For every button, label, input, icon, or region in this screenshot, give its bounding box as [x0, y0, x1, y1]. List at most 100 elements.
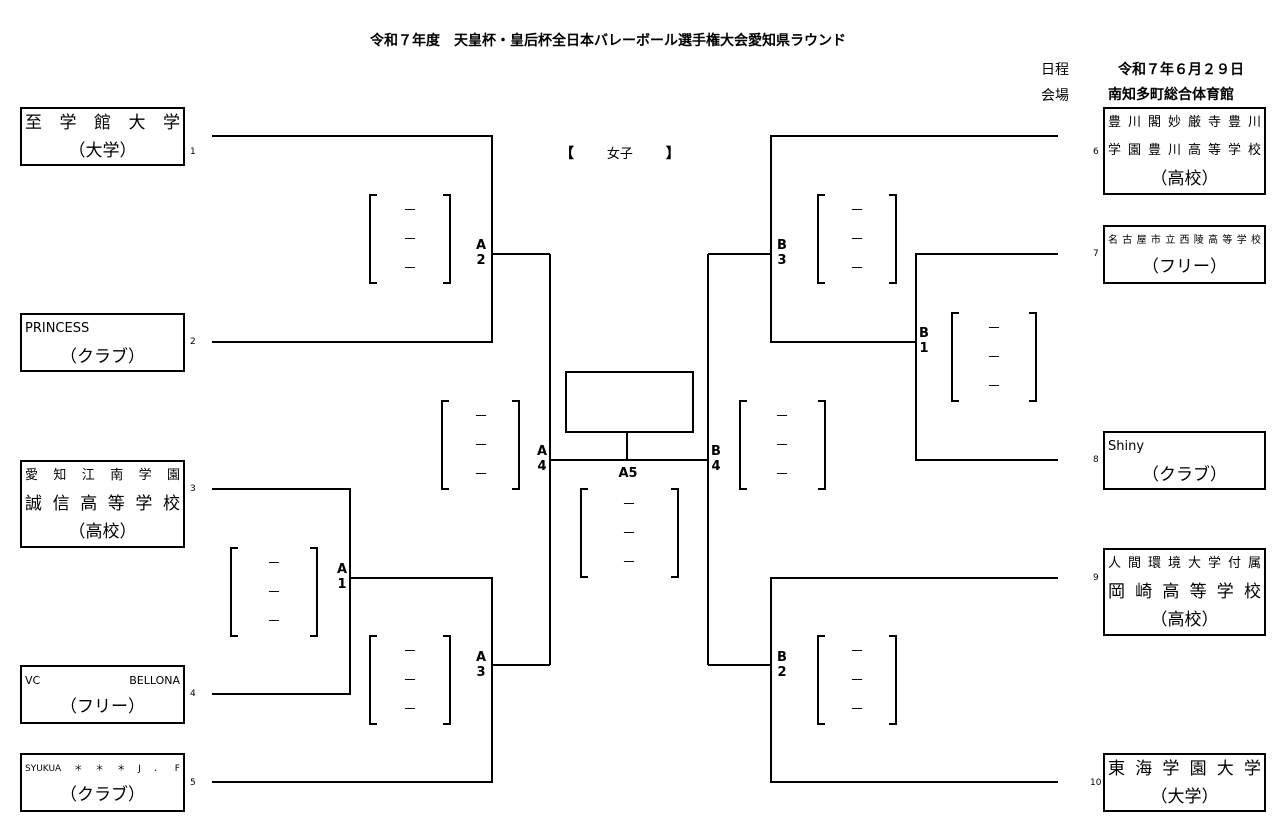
- team-category: （大学）: [68, 140, 137, 161]
- match-number: 1: [919, 341, 929, 356]
- category-close-bracket: 】: [665, 146, 680, 162]
- score-bracket-A2: [369, 194, 451, 284]
- team-name-line: 岡崎高等学校: [1108, 582, 1261, 602]
- score-dash-A1: －: [267, 585, 281, 601]
- team-name-line: 人間環境大学付属: [1108, 556, 1261, 571]
- team-3: 愛知江南学園 誠信高等学校 （高校）: [20, 460, 185, 548]
- score-dash-A5: －: [622, 526, 636, 542]
- score-dash-B3: －: [850, 203, 864, 219]
- score-dash-B1: －: [987, 321, 1001, 337]
- team-8: Shiny （クラブ）: [1103, 431, 1266, 490]
- team-category: （クラブ）: [60, 346, 145, 367]
- score-bracket-A5: [580, 488, 679, 578]
- score-dash-B4: －: [775, 438, 789, 454]
- score-dash-B3: －: [850, 261, 864, 277]
- match-number: 2: [476, 253, 486, 268]
- page-title: 令和７年度 天皇杯・皇后杯全日本バレーボール選手権大会愛知県ラウンド: [370, 33, 846, 49]
- team-5: SYUKUA＊＊＊J．F （クラブ）: [20, 753, 185, 812]
- team-name-line: 名古屋市立西陵高等学校: [1108, 234, 1261, 246]
- category-open-bracket: 【: [560, 146, 574, 162]
- team-name-line: 愛知江南学園: [25, 468, 180, 483]
- team-name-line: 誠信高等学校: [25, 494, 180, 514]
- score-dash-A3: －: [403, 644, 417, 660]
- score-bracket-B4: [739, 400, 826, 490]
- team-category: （高校）: [1150, 169, 1219, 189]
- score-dash-B1: －: [987, 379, 1001, 395]
- score-dash-A4: －: [474, 409, 488, 425]
- category-label: 女子: [606, 147, 633, 162]
- date-value: 令和７年６月２９日: [1118, 62, 1244, 78]
- seed-number: 8: [1093, 455, 1099, 465]
- team-name-line: 豊川閣妙厳寺豊川: [1108, 115, 1261, 130]
- team-2: PRINCESS （クラブ）: [20, 313, 185, 372]
- team-name-line: VC BELLONA: [25, 673, 180, 687]
- score-dash-A3: －: [403, 673, 417, 689]
- score-dash-B3: －: [850, 232, 864, 248]
- match-letter: A: [336, 562, 348, 577]
- line-A1-out: [212, 577, 493, 783]
- team-9: 人間環境大学付属 岡崎高等学校 （高校）: [1103, 548, 1266, 636]
- team-name-line: 学園豊川高等学校: [1108, 143, 1261, 158]
- match-number: 1: [337, 577, 347, 592]
- seed-number: 6: [1093, 147, 1099, 157]
- seed-number: 10: [1090, 778, 1102, 788]
- seed-number: 9: [1093, 573, 1099, 583]
- team-category: （高校）: [1150, 610, 1219, 630]
- score-bracket-B1: [951, 312, 1037, 402]
- score-dash-A2: －: [403, 261, 417, 277]
- score-bracket-A3: [369, 635, 451, 725]
- score-bracket-B3: [817, 194, 897, 284]
- score-bracket-B2: [817, 635, 897, 725]
- team-4: VC BELLONA （フリー）: [20, 665, 185, 724]
- score-dash-A5: －: [622, 497, 636, 513]
- seed-number: 2: [190, 337, 196, 347]
- score-dash-A1: －: [267, 556, 281, 572]
- date-label: 日程: [1041, 62, 1069, 78]
- line-team6-B3: [770, 135, 1058, 343]
- line-team9-10: [770, 577, 1058, 783]
- champion-box: [565, 371, 694, 433]
- venue-value: 南知多町総合体育館: [1108, 87, 1234, 103]
- seed-number: 7: [1093, 249, 1099, 259]
- score-dash-A4: －: [474, 438, 488, 454]
- team-10: 東海学園大学 （大学）: [1103, 753, 1266, 812]
- match-letter: B: [919, 326, 929, 341]
- team-category: （クラブ）: [1142, 464, 1227, 485]
- score-dash-B4: －: [775, 409, 789, 425]
- team-category: （高校）: [68, 522, 137, 542]
- score-bracket-A1: [230, 547, 318, 637]
- score-bracket-A4: [441, 400, 520, 490]
- seed-number: 3: [190, 484, 196, 494]
- score-dash-B1: －: [987, 350, 1001, 366]
- match-number: 4: [711, 459, 721, 474]
- score-dash-B2: －: [850, 702, 864, 718]
- line-team1: [212, 135, 493, 343]
- match-number: 3: [777, 253, 787, 268]
- team-category: （フリー）: [60, 696, 145, 717]
- seed-number: 4: [190, 689, 196, 699]
- team-name-line: 至学館大学: [25, 112, 180, 133]
- score-dash-B4: －: [775, 467, 789, 483]
- score-dash-A1: －: [267, 614, 281, 630]
- team-name-line: SYUKUA＊＊＊J．F: [25, 763, 180, 774]
- team-name-line: Shiny: [1108, 438, 1145, 454]
- team-category: （フリー）: [1142, 256, 1227, 277]
- team-6: 豊川閣妙厳寺豊川 学園豊川高等学校 （高校）: [1103, 107, 1266, 195]
- seed-number: 5: [190, 778, 196, 788]
- team-name-line: PRINCESS: [25, 320, 90, 336]
- match-number: 3: [476, 665, 486, 680]
- match-letter: B: [777, 650, 787, 665]
- team-1: 至学館大学 （大学）: [20, 107, 185, 166]
- score-dash-A3: －: [403, 702, 417, 718]
- team-category: （クラブ）: [60, 784, 145, 805]
- match-letter: B: [711, 444, 721, 459]
- match-letter: A: [475, 650, 487, 665]
